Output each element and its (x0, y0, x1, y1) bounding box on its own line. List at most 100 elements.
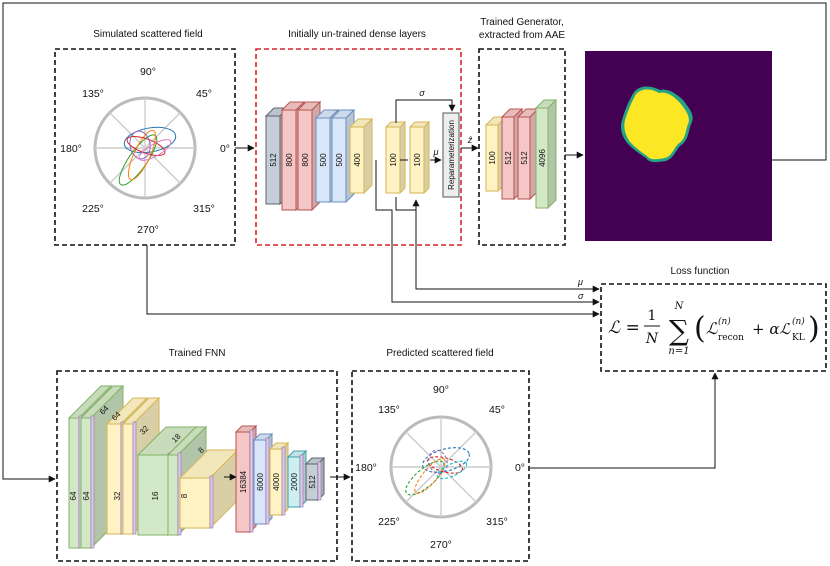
dense-layer-2-label: 800 (301, 153, 310, 167)
sigma-symbol: σ (419, 88, 425, 98)
sim-label-45: 45° (196, 88, 212, 100)
loss-mu-symbol: μ (577, 277, 583, 287)
pred-label-180: 180° (355, 462, 377, 474)
sigma-skip-arrow (395, 99, 456, 123)
pred-label-315: 315° (486, 516, 508, 528)
generator-title-line2: extracted from AAE (479, 30, 565, 41)
pred-label-90: 90° (433, 384, 449, 396)
sigma-to-loss-arrow (375, 160, 600, 306)
dense-layer-4-label: 500 (335, 153, 344, 167)
sim-label-180: 180° (60, 143, 82, 155)
fnn-conv-front-label-2: 16 (151, 491, 160, 500)
loss-frac-den: N (645, 331, 659, 347)
fnn-conv-front-label-0: 64 (69, 491, 78, 500)
generator-layer-2: 512 (516, 107, 540, 201)
fnn-dense-layer-3: 2000 (286, 449, 308, 509)
pred-label-270: 270° (430, 539, 452, 551)
generator-layer-3: 4096 (534, 98, 558, 210)
fnn-dense-layer-1-label: 6000 (256, 473, 265, 491)
pred-label-135: 135° (378, 404, 400, 416)
simulated-field-title: Simulated scattered field (93, 29, 203, 40)
generator-layer-3-label: 4096 (538, 149, 547, 167)
latent-layer-1: 100 (408, 120, 431, 195)
loss-title: Loss function (671, 266, 730, 277)
predicted-field-title: Predicted scattered field (386, 348, 493, 359)
fnn-dense-layer-0-label: 16384 (239, 470, 248, 493)
dense-layers-panel (255, 48, 462, 246)
dense-layer-5: 400 (348, 117, 374, 195)
latent-layer-stack: 100 100 (384, 120, 431, 195)
simulated-field-panel (54, 48, 236, 246)
loss-formula: ℒ = 1 N N ∑ n=1 ( ℒ (n) recon + αℒ (n) K… (608, 301, 820, 357)
pred-label-225: 225° (378, 516, 400, 528)
loss-sigma-symbol: σ (578, 291, 584, 301)
sim-label-90: 90° (140, 66, 156, 78)
generator-layer-2-label: 512 (520, 151, 529, 165)
z-hat-symbol: ẑ (467, 135, 473, 145)
dense-layers-title: Initially un-trained dense layers (288, 29, 426, 40)
predicted-field-panel (351, 370, 530, 562)
loss-sum-sign: ∑ (669, 314, 689, 347)
mu-to-loss-arrow (395, 197, 600, 293)
feedback-loop-arrow (2, 2, 827, 483)
sim-label-135: 135° (82, 88, 104, 100)
fnn-conv-front-label-3: 8 (180, 493, 189, 498)
pred-label-0: 0° (515, 462, 525, 474)
fnn-conv-top-label-4: 8 (196, 445, 206, 455)
pred-label-45: 45° (489, 404, 505, 416)
latent-layer-0: 100 (384, 120, 407, 195)
loss-kl-sup: (n) (792, 316, 805, 327)
fnn-panel (56, 370, 338, 562)
loss-panel (600, 283, 827, 372)
latent-layer-1-label: 100 (413, 153, 422, 167)
fnn-conv-front-label-1: 32 (113, 491, 122, 500)
reparameterization-label: Reparameterization (447, 120, 456, 190)
dense-layer-3-label: 500 (319, 153, 328, 167)
fnn-dense-stack: 16384 6000 4000 2000 512 (234, 424, 326, 534)
generator-layer-0-label: 100 (488, 151, 497, 165)
loss-recon: ℒ (706, 319, 718, 338)
loss-kl-sub: KL (792, 333, 805, 343)
dense-layer-5-label: 400 (353, 153, 362, 167)
loss-close-paren: ) (808, 311, 820, 346)
predicted-polar-plot (389, 415, 493, 519)
loss-open-paren: ( (694, 311, 706, 346)
fnn-dense-layer-4-label: 512 (308, 475, 317, 489)
loss-sum-top: N (674, 301, 685, 312)
fnn-dense-layer-0: 16384 (234, 424, 258, 534)
fnn-dense-layer-1: 6000 (252, 432, 274, 526)
dense-layer-1-label: 800 (285, 153, 294, 167)
loss-frac-num: 1 (648, 308, 657, 324)
fnn-dense-layer-2: 4000 (268, 441, 290, 517)
generator-layer-1-label: 512 (504, 151, 513, 165)
simulated-polar-plot (93, 96, 197, 200)
sim-label-225: 225° (82, 203, 104, 215)
reparameterization-block (442, 112, 460, 198)
fnn-dense-layer-4: 512 (304, 456, 326, 502)
prediction-to-loss-arrow (530, 372, 719, 469)
sim-label-0: 0° (220, 143, 230, 155)
loss-recon-sup: (n) (718, 316, 731, 327)
latent-layer-0-label: 100 (389, 153, 398, 167)
field-to-loss-arrow (146, 245, 600, 318)
fnn-title: Trained FNN (169, 348, 226, 359)
dense-layer-stack: 512 800 800 500 500 400 (264, 100, 374, 212)
reconstructed-scatterer-image (585, 51, 772, 241)
fnn-conv-slab-6 (178, 448, 240, 530)
mu-symbol: μ (433, 147, 439, 157)
loss-lhs: ℒ = (608, 318, 640, 338)
dense-layer-0-label: 512 (269, 153, 278, 167)
fnn-dense-layer-3-label: 2000 (290, 473, 299, 491)
loss-sum-bottom: n=1 (668, 346, 689, 357)
sim-label-315: 315° (193, 203, 215, 215)
loss-recon-sub: recon (718, 333, 744, 343)
fnn-dense-layer-2-label: 4000 (272, 473, 281, 491)
generator-layer-stack: 100 512 512 4096 (484, 98, 558, 210)
fnn-conv-front-label-second: 64 (82, 491, 91, 500)
sim-label-270: 270° (137, 224, 159, 236)
generator-title-line1: Trained Generator, (480, 17, 564, 28)
loss-plus-alpha: + αℒ (752, 320, 791, 338)
generator-panel (478, 48, 566, 246)
